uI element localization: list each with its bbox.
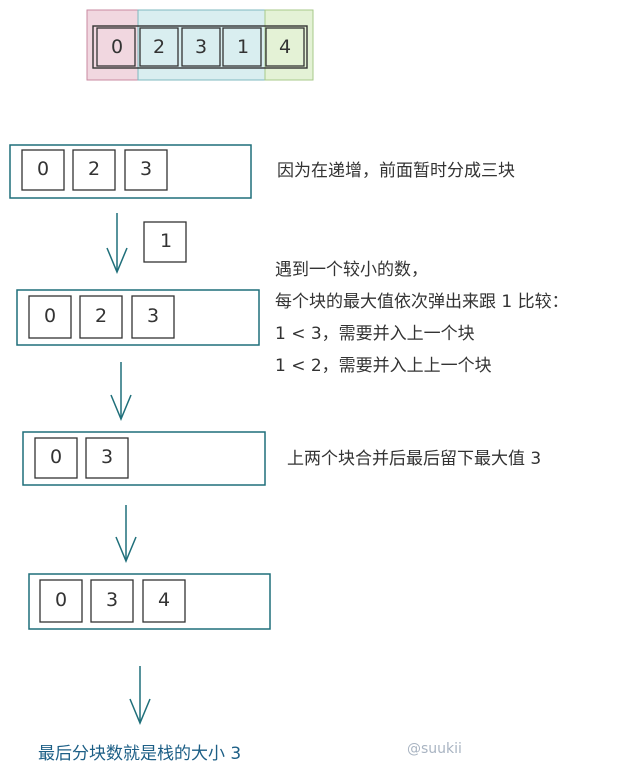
top-cell-2-label: 3 xyxy=(195,36,208,58)
stack2-frame xyxy=(16,289,260,346)
top-cell-3-label: 1 xyxy=(237,36,250,58)
stack2-cell-1 xyxy=(79,295,123,339)
stack3-cell-0-label: 0 xyxy=(50,446,63,468)
stack1-cell-1 xyxy=(72,149,116,191)
watermark: @suukii xyxy=(407,741,462,757)
top-cell-3 xyxy=(222,27,262,67)
stack4-cell-0 xyxy=(39,579,83,623)
top-cell-2 xyxy=(181,27,221,67)
top-cell-1 xyxy=(139,27,179,67)
stack2-note-1: 遇到一个较小的数， xyxy=(275,260,428,280)
stack2-cell-1-label: 2 xyxy=(95,305,108,327)
incoming-label: 1 xyxy=(160,230,173,252)
stack2-note-3: 1 < 3，需要并入上一个块 xyxy=(275,324,475,344)
stack4-cell-2 xyxy=(142,579,186,623)
stack3-frame xyxy=(22,431,266,486)
top-cell-4-label: 4 xyxy=(279,36,292,58)
stack1-cell-0-label: 0 xyxy=(37,158,50,180)
arrow-2-head xyxy=(110,394,132,421)
stack2-cell-2 xyxy=(131,295,175,339)
stack2-cell-0 xyxy=(28,295,72,339)
stack1-note: 因为在递增，前面暂时分成三块 xyxy=(277,161,515,181)
conclusion-text: 最后分块数就是栈的大小 3 xyxy=(38,744,242,764)
stack1-cell-2-label: 3 xyxy=(140,158,153,180)
stack1-cell-2 xyxy=(124,149,168,191)
arrow-1-head xyxy=(106,247,128,274)
stack4-cell-2-label: 4 xyxy=(158,589,171,611)
stack1-cell-0 xyxy=(21,149,65,191)
stack4-frame xyxy=(28,573,271,630)
stack2-note-2: 每个块的最大值依次弹出来跟 1 比较： xyxy=(275,292,569,312)
stack2-note-4: 1 < 2，需要并入上上一个块 xyxy=(275,356,492,376)
stack3-cell-1-label: 3 xyxy=(101,446,114,468)
incoming-cell xyxy=(143,221,187,263)
top-row-frame xyxy=(92,25,308,69)
stack3-cell-0 xyxy=(34,437,78,479)
stack3-note: 上两个块合并后最后留下最大值 3 xyxy=(287,449,542,469)
stack1-frame xyxy=(9,144,252,199)
top-cell-0 xyxy=(96,27,136,67)
stack1-cell-1-label: 2 xyxy=(88,158,101,180)
top-cell-4 xyxy=(265,27,305,67)
arrow-4-head xyxy=(129,698,151,725)
stack4-cell-1 xyxy=(90,579,134,623)
top-cell-0-label: 0 xyxy=(111,36,124,58)
stack4-cell-0-label: 0 xyxy=(55,589,68,611)
stack4-cell-1-label: 3 xyxy=(106,589,119,611)
stack2-cell-0-label: 0 xyxy=(44,305,57,327)
stack2-cell-2-label: 3 xyxy=(147,305,160,327)
arrow-3-head xyxy=(115,536,137,563)
top-cell-1-label: 2 xyxy=(153,36,166,58)
stack3-cell-1 xyxy=(85,437,129,479)
